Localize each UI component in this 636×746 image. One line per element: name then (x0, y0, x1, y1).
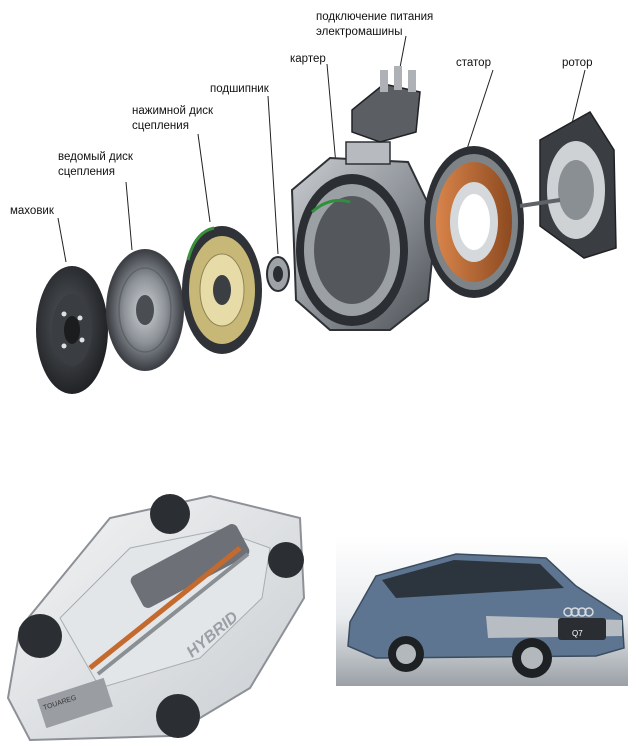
label-rotor: ротор (562, 57, 592, 69)
power-connector-part (351, 66, 421, 143)
label-bearing: подшипник (210, 83, 270, 95)
rotor-part (519, 110, 617, 259)
driven-disc-part (106, 249, 184, 371)
exploded-motor-diagram: маховик ведомый диск сцепления нажимной … (10, 11, 617, 394)
label-stator: статор (456, 57, 491, 69)
label-pressure-disc-line2: сцепления (132, 120, 189, 132)
label-flywheel: маховик (10, 205, 55, 217)
label-pressure-disc-line1: нажимной диск (132, 105, 214, 117)
hybrid-cutaway-car-image: HYBRID TOUAREG (6, 494, 306, 742)
label-power-connection-line2: электромашины (316, 26, 403, 38)
label-driven-disc-line2: сцепления (58, 166, 115, 178)
label-power-connection-line1: подключение питания (316, 11, 433, 23)
flywheel-part (36, 266, 108, 394)
label-driven-disc-line1: ведомый диск (58, 151, 134, 163)
stator-part (424, 146, 524, 298)
suv-photo: Q7 (336, 536, 628, 686)
housing-part (290, 141, 438, 331)
q7-badge: Q7 (572, 629, 583, 638)
pressure-disc-part (182, 226, 262, 354)
leader-lines (57, 35, 586, 263)
bearing-part (266, 256, 290, 292)
label-housing: картер (290, 53, 326, 65)
